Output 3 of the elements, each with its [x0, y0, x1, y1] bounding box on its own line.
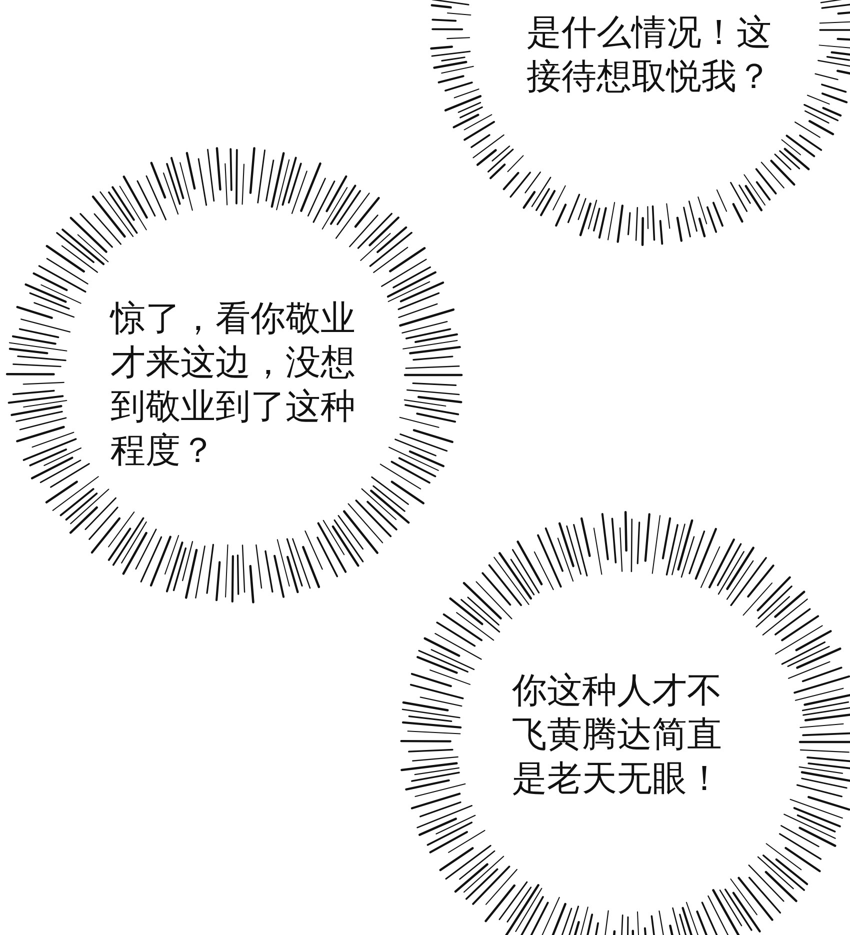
speech-text: 惊了，看你敬业才来这边，没想到敬业到了这种程度？ [110, 298, 356, 473]
speech-text: 是什么情况！这接待想取悦我？ [526, 12, 772, 99]
speech-text: 你这种人才不飞黄腾达简直是老天无眼！ [512, 670, 723, 801]
